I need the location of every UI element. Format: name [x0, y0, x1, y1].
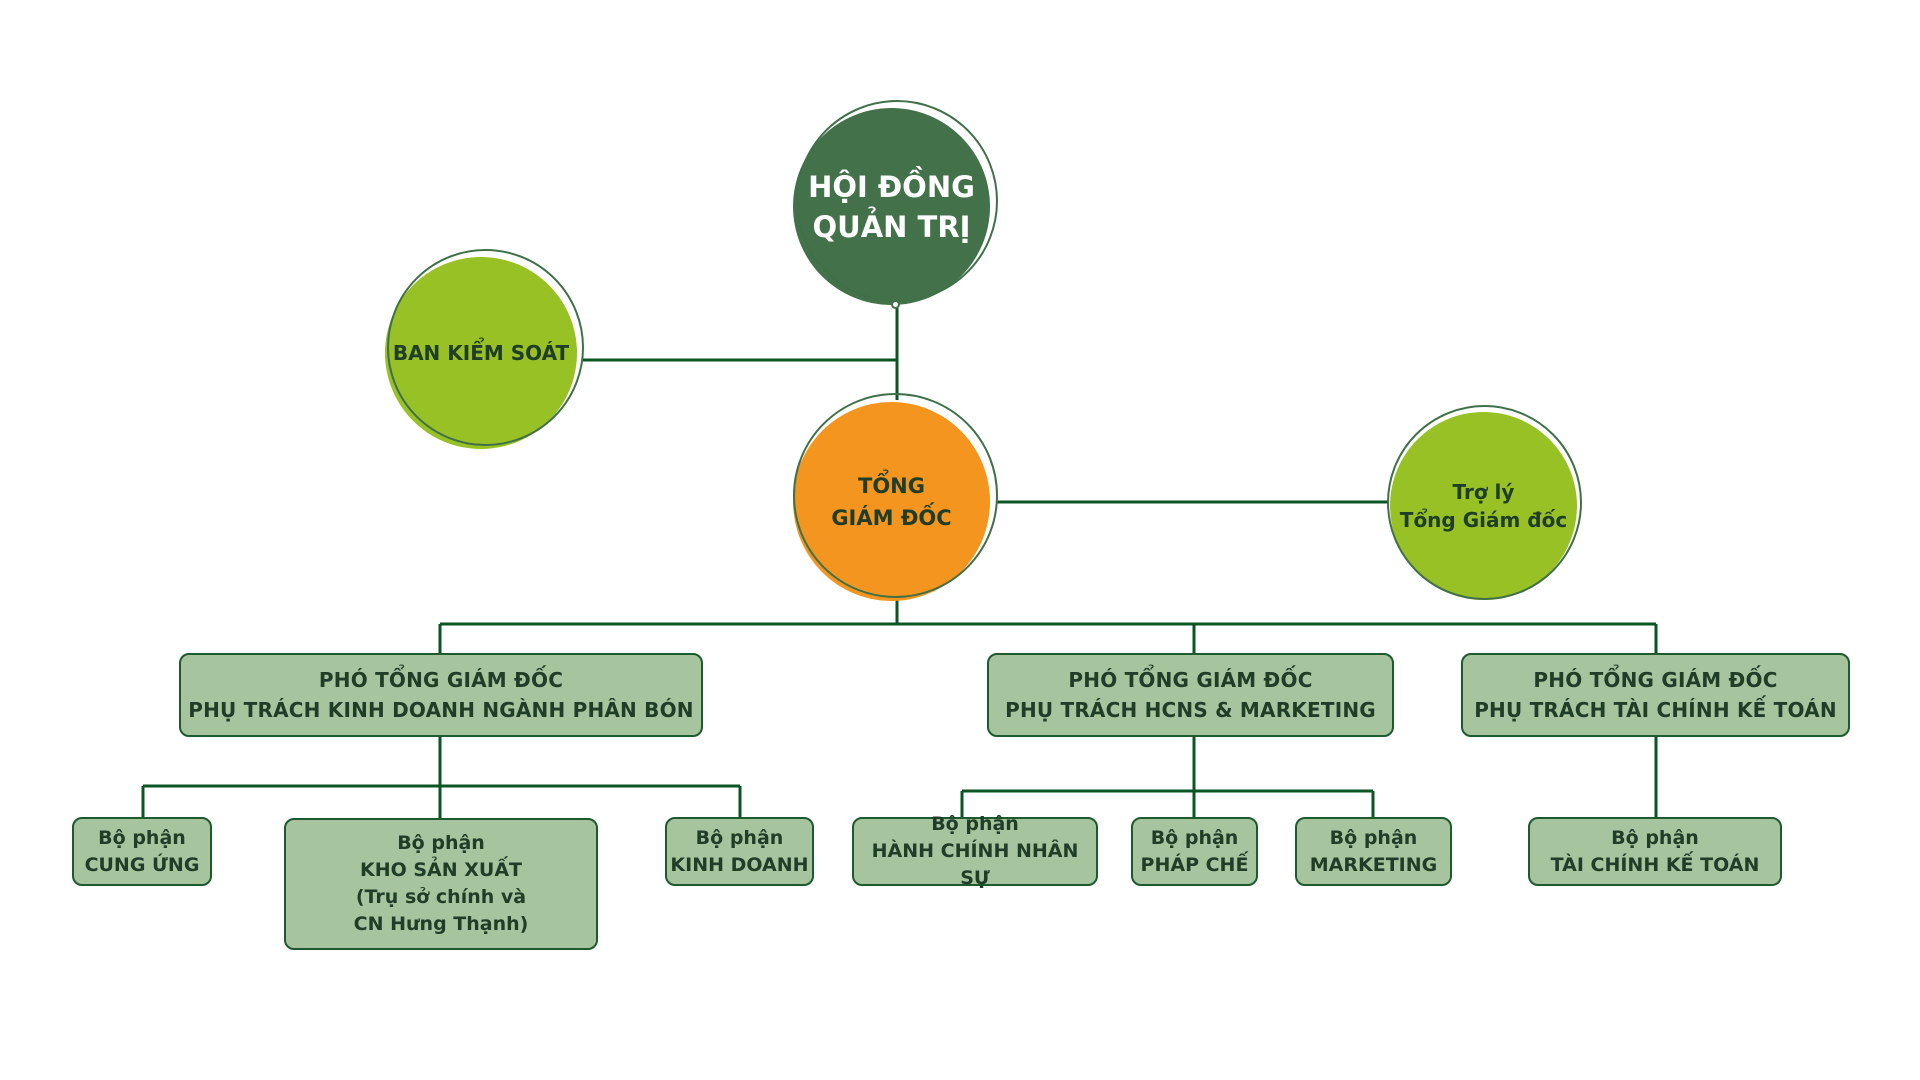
supervisory-ring — [387, 249, 584, 446]
dept-label: Bộ phận TÀI CHÍNH KẾ TOÁN — [1550, 826, 1760, 876]
dept-production-warehouse[interactable]: Bộ phận KHO SẢN XUẤT (Trụ sở chính và CN… — [284, 818, 598, 950]
vp-hr-marketing[interactable]: PHÓ TỔNG GIÁM ĐỐC PHỤ TRÁCH HCNS & MARKE… — [987, 653, 1394, 737]
vp-label: PHÓ TỔNG GIÁM ĐỐC PHỤ TRÁCH TÀI CHÍNH KẾ… — [1474, 668, 1837, 722]
dept-marketing[interactable]: Bộ phận MARKETING — [1295, 817, 1452, 886]
vp-label: PHÓ TỔNG GIÁM ĐỐC PHỤ TRÁCH HCNS & MARKE… — [1005, 668, 1376, 722]
ceo-ring — [793, 393, 998, 598]
dept-sales[interactable]: Bộ phận KINH DOANH — [665, 817, 814, 886]
vp-label: PHÓ TỔNG GIÁM ĐỐC PHỤ TRÁCH KINH DOANH N… — [188, 668, 694, 722]
dept-legal[interactable]: Bộ phận PHÁP CHẾ — [1131, 817, 1258, 886]
vp-sales-fertilizer[interactable]: PHÓ TỔNG GIÁM ĐỐC PHỤ TRÁCH KINH DOANH N… — [179, 653, 703, 737]
dept-label: Bộ phận CUNG ỨNG — [84, 826, 200, 876]
vp-finance-accounting[interactable]: PHÓ TỔNG GIÁM ĐỐC PHỤ TRÁCH TÀI CHÍNH KẾ… — [1461, 653, 1850, 737]
dept-label: Bộ phận KHO SẢN XUẤT (Trụ sở chính và CN… — [353, 832, 529, 935]
dept-label: Bộ phận KINH DOANH — [670, 826, 809, 876]
dept-label: Bộ phận MARKETING — [1309, 826, 1438, 876]
dept-label: Bộ phận PHÁP CHẾ — [1140, 826, 1249, 876]
dept-label: Bộ phận HÀNH CHÍNH NHÂN SỰ — [871, 813, 1079, 889]
dept-finance-accounting[interactable]: Bộ phận TÀI CHÍNH KẾ TOÁN — [1528, 817, 1782, 886]
assistant-ring — [1387, 405, 1582, 600]
board-connector-dot — [891, 300, 900, 309]
dept-hr-admin[interactable]: Bộ phận HÀNH CHÍNH NHÂN SỰ — [852, 813, 1098, 889]
dept-supply[interactable]: Bộ phận CUNG ỨNG — [72, 817, 212, 886]
board-ring — [796, 100, 998, 302]
